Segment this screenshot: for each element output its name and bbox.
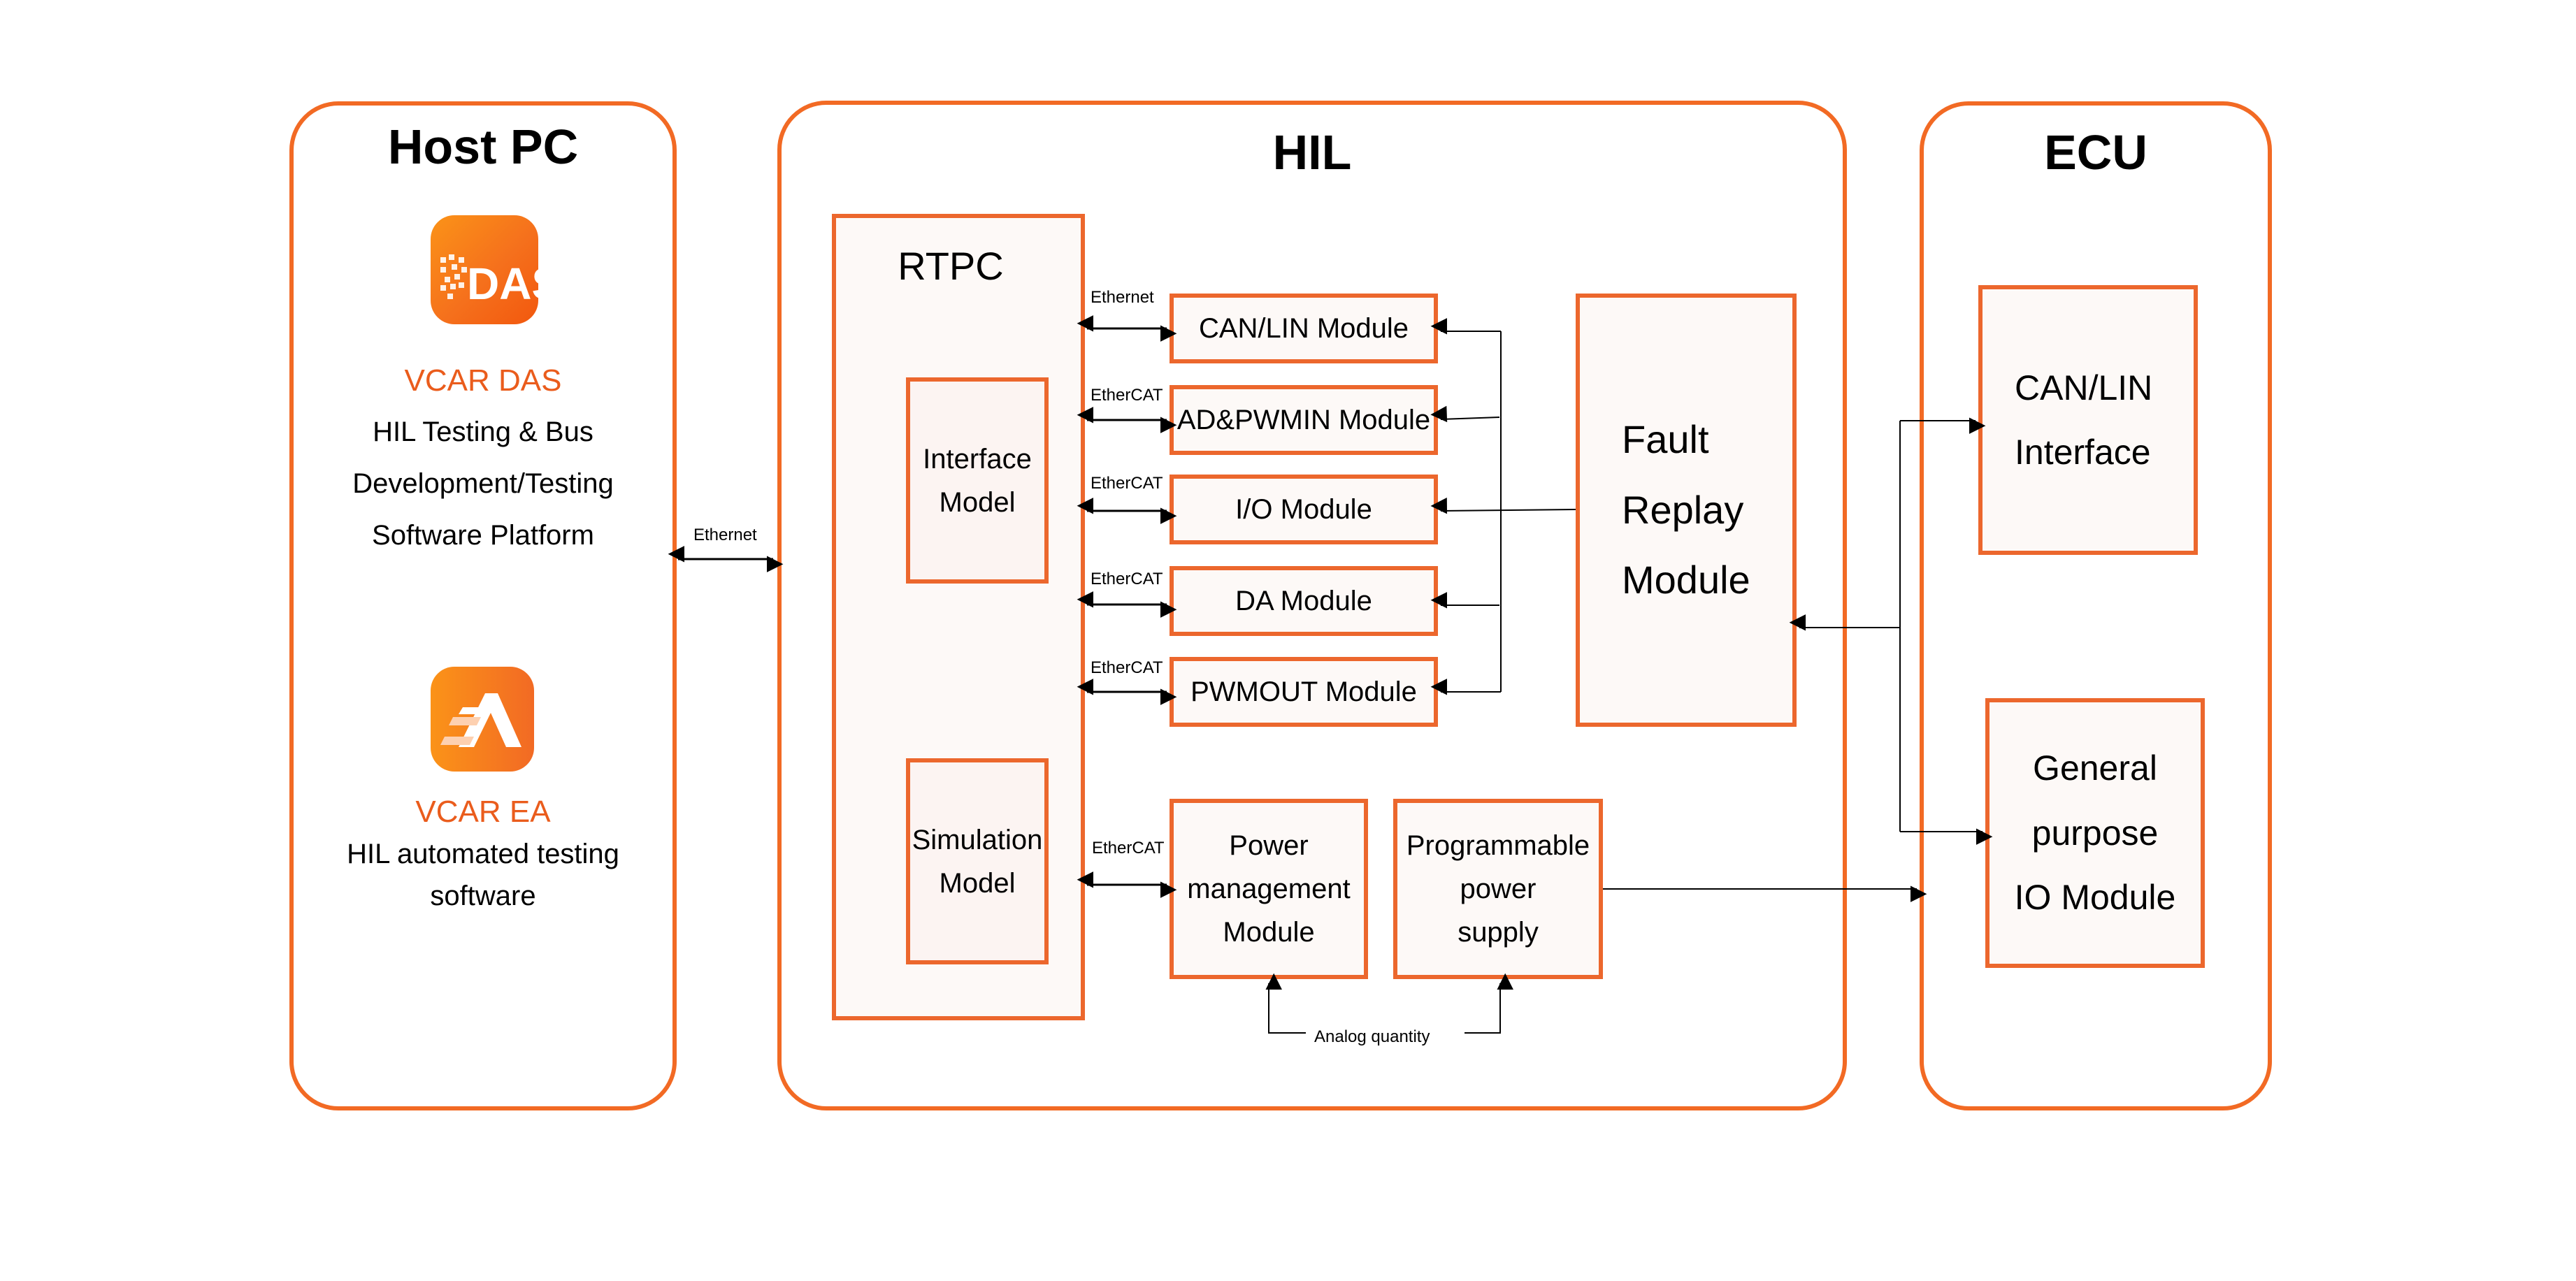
simulation-model-box: Simulation Model xyxy=(906,758,1049,964)
ecu-group xyxy=(1920,101,2272,1110)
ad-pwmin-link-label: EtherCAT xyxy=(1091,386,1163,405)
das-logo-text: DAS xyxy=(467,259,538,309)
simulation-model-line-2: Model xyxy=(939,867,1016,899)
vcar-ea-name: VCAR EA xyxy=(415,795,551,829)
ecu-title: ECU xyxy=(2044,125,2147,180)
programmable-power-line-2: power xyxy=(1460,874,1537,904)
da-link-label: EtherCAT xyxy=(1091,570,1163,588)
vcar-ea-desc-line-2: software xyxy=(430,881,536,911)
analog-quantity-label: Analog quantity xyxy=(1314,1027,1430,1046)
power-management-line-1: Power xyxy=(1229,830,1309,861)
host-pc-title: Host PC xyxy=(387,120,579,174)
das-logo-icon: DAS xyxy=(431,215,538,324)
ecu-gpio-line-2: purpose xyxy=(2031,813,2159,853)
host-hil-link-label: Ethernet xyxy=(693,526,757,544)
ecu-gpio-line-3: IO Module xyxy=(2014,878,2176,918)
analog-to-power-mgmt-line xyxy=(1265,973,1306,1034)
fault-to-io-arrow xyxy=(1430,498,1576,514)
fault-replay-module: Fault Replay Module xyxy=(1576,294,1797,727)
simulation-model-line-1: Simulation xyxy=(912,824,1043,855)
can-lin-module-label: CAN/LIN Module xyxy=(1198,312,1409,344)
vcar-das-desc-line-3: Software Platform xyxy=(372,520,594,551)
pwmout-module-label: PWMOUT Module xyxy=(1190,676,1417,707)
rtpc-label: RTPC xyxy=(898,244,1004,288)
vcar-das-desc-line-1: HIL Testing & Bus xyxy=(373,417,593,447)
power-management-line-2: management xyxy=(1187,874,1351,904)
fault-replay-line-3: Module xyxy=(1622,558,1750,602)
vcar-ea-desc-line-1: HIL automated testing xyxy=(347,839,619,869)
power-link-label: EtherCAT xyxy=(1092,839,1165,857)
fault-to-ad-pwmin-arrow xyxy=(1430,405,1500,423)
io-link-label: EtherCAT xyxy=(1091,474,1163,493)
interface-model-line-2: Model xyxy=(939,486,1016,518)
pwmout-module: PWMOUT Module xyxy=(1170,657,1438,727)
pwmout-link-label: EtherCAT xyxy=(1091,658,1163,677)
hil-title: HIL xyxy=(1272,125,1352,180)
power-management-line-3: Module xyxy=(1223,917,1315,948)
can-lin-link-label: Ethernet xyxy=(1091,288,1154,307)
da-module: DA Module xyxy=(1170,566,1438,636)
ecu-can-lin-line-1: CAN/LIN xyxy=(2015,368,2153,407)
io-module: I/O Module xyxy=(1170,475,1438,544)
vcar-das-desc-line-2: Development/Testing xyxy=(352,468,614,499)
fault-replay-line-2: Replay xyxy=(1622,487,1744,532)
interface-model-box: Interface Model xyxy=(906,377,1049,584)
ad-pwmin-module: AD&PWMIN Module xyxy=(1170,385,1438,455)
da-module-label: DA Module xyxy=(1235,585,1372,616)
ecu-can-lin-line-2: Interface xyxy=(2015,433,2151,472)
io-module-label: I/O Module xyxy=(1235,493,1372,525)
ea-logo-icon xyxy=(431,667,534,772)
analog-to-power-supply-line xyxy=(1465,973,1513,1034)
programmable-power-line-3: supply xyxy=(1458,917,1539,948)
ecu-can-lin-interface: CAN/LIN Interface xyxy=(1978,285,2198,555)
fault-replay-line-1: Fault xyxy=(1622,417,1709,461)
interface-model-line-1: Interface xyxy=(923,443,1032,475)
ecu-gpio-line-1: General xyxy=(2033,748,2157,788)
programmable-power-line-1: Programmable xyxy=(1406,830,1590,861)
can-lin-module: CAN/LIN Module xyxy=(1170,294,1438,363)
vcar-das-name: VCAR DAS xyxy=(404,363,562,398)
ad-pwmin-module-label: AD&PWMIN Module xyxy=(1177,404,1431,435)
